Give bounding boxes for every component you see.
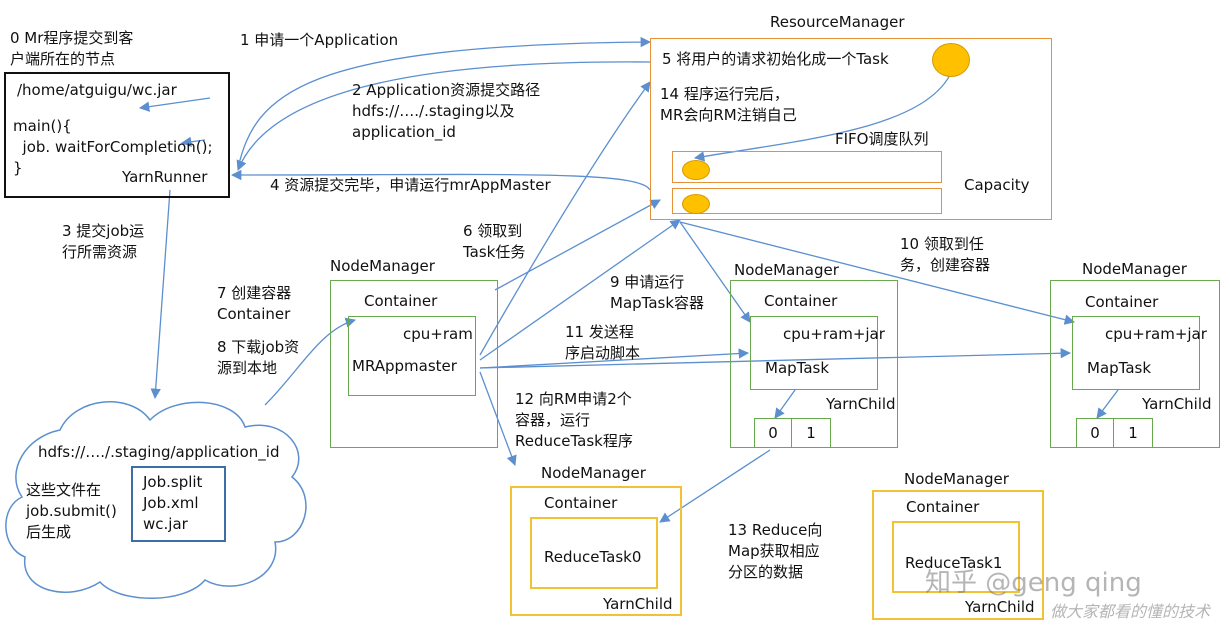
nm-map2-partition-1: 1: [1113, 418, 1153, 448]
step2-label: 2 Application资源提交路径 hdfs://…./.staging以及…: [352, 81, 541, 141]
client-caption: 0 Mr程序提交到客 户端所在的节点: [10, 29, 134, 68]
hdfs-files-box: [131, 466, 226, 542]
client-box: [4, 72, 230, 198]
nm-map1-partition-1: 1: [791, 418, 831, 448]
arrow-map1-partition: [774, 389, 796, 419]
client-jar-path: /home/atguigu/wc.jar: [17, 81, 177, 99]
nm-map2-container-label: Container: [1085, 293, 1159, 311]
nm-master-box: [330, 280, 498, 448]
client-yarnrunner: YarnRunner: [122, 168, 208, 186]
arrow-step10: [679, 221, 1076, 325]
nm-map1-title: NodeManager: [734, 261, 839, 279]
hdfs-path: hdfs://…./.staging/application_id: [38, 443, 280, 461]
nm-reduce1-title: NodeManager: [904, 470, 1009, 488]
watermark-slogan: 做大家都看的懂的技术: [1050, 602, 1211, 621]
step9-label: 9 申请运行 MapTask容器: [610, 273, 705, 312]
rm-task-dot: [932, 43, 970, 77]
step1-label: 1 申请一个Application: [240, 31, 399, 49]
nm-map2-task: MapTask: [1087, 359, 1152, 377]
arrow-step4: [230, 169, 651, 191]
nm-reduce1-box: [872, 490, 1044, 620]
nm-master-app: MRAppmaster: [352, 357, 457, 375]
arrow-step2-return: [236, 61, 651, 171]
nm-map1-task: MapTask: [765, 359, 830, 377]
nm-reduce0-task: ReduceTask0: [544, 548, 642, 566]
rm-queue-dot-2: [682, 194, 710, 214]
arrow-wcjar: [138, 97, 211, 112]
nm-master-container: [348, 316, 476, 396]
nm-reduce1-container: [892, 521, 1020, 593]
hdfs-note: 这些文件在 job.submit() 后生成: [26, 481, 117, 541]
rm-queue-dot-1: [682, 160, 710, 180]
hdfs-cloud: [5, 401, 307, 599]
nm-master-container-label: Container: [364, 292, 438, 310]
rm-step14: 14 程序运行完后， MR会向RM注销自己: [660, 85, 797, 124]
rm-capacity-label: Capacity: [964, 176, 1030, 194]
step7-label: 7 创建容器 Container: [217, 284, 292, 323]
arrow-step3: [150, 189, 171, 400]
step13-label: 13 Reduce向 Map获取相应 分区的数据: [728, 521, 823, 581]
nm-reduce0-yarnchild: YarnChild: [603, 595, 673, 613]
nm-map1-container-label: Container: [764, 292, 838, 310]
step12-label: 12 向RM申请2个 容器，运行 ReduceTask程序: [515, 390, 633, 450]
arrow-step11-map1: [479, 348, 750, 369]
nm-reduce0-box: [510, 486, 682, 616]
nm-map1-yarnchild: YarnChild: [826, 395, 896, 413]
hdfs-files: Job.split Job.xml wc.jar: [143, 473, 203, 533]
arrow-step1: [237, 36, 652, 169]
nm-map1-resources: cpu+ram+jar: [783, 325, 885, 343]
nm-reduce1-container-label: Container: [906, 498, 980, 516]
step3-label: 3 提交job运 行所需资源: [62, 222, 145, 261]
arrow-step11-map2: [479, 348, 1072, 369]
nm-map1-container: [750, 316, 878, 390]
step11-label: 11 发送程 序启动脚本: [565, 323, 641, 362]
nm-master-title: NodeManager: [330, 257, 435, 275]
arrow-step14: [479, 81, 651, 356]
nm-map1-partition-0: 0: [754, 418, 792, 448]
watermark-zhihu: 知乎 @geng qing: [925, 568, 1142, 598]
step4-label: 4 资源提交完毕，申请运行mrAppMaster: [270, 176, 551, 194]
arrow-map2-partition: [1096, 389, 1119, 419]
nm-map2-partition-0: 0: [1076, 418, 1114, 448]
nm-map2-yarnchild: YarnChild: [1142, 395, 1212, 413]
step10-label: 10 领取到任 务，创建容器: [900, 235, 991, 274]
arrow-step8: [264, 317, 356, 406]
arrow-rm-to-map1: [679, 221, 751, 323]
step8-label: 8 下载job资 源到本地: [217, 338, 300, 377]
nm-reduce1-task: ReduceTask1: [905, 554, 1003, 572]
nm-map2-title: NodeManager: [1082, 260, 1187, 278]
client-code: main(){ job. waitForCompletion(); }: [13, 117, 213, 177]
rm-queue-slot-2: [672, 188, 942, 214]
resource-manager-box: [650, 38, 1052, 220]
nm-reduce0-title: NodeManager: [541, 464, 646, 482]
nm-master-resources: cpu+ram: [403, 325, 473, 343]
nm-map2-container: [1072, 316, 1200, 390]
step6-label: 6 领取到 Task任务: [463, 222, 526, 261]
nm-reduce0-container: [530, 517, 658, 589]
rm-title: ResourceManager: [770, 13, 905, 31]
arrow-step9: [479, 219, 681, 361]
rm-step5: 5 将用户的请求初始化成一个Task: [662, 50, 889, 68]
nm-reduce1-yarnchild: YarnChild: [965, 598, 1035, 616]
rm-fifo-label: FIFO调度队列: [835, 130, 929, 148]
nm-map2-resources: cpu+ram+jar: [1105, 325, 1207, 343]
nm-reduce0-container-label: Container: [544, 494, 618, 512]
arrow-step6: [494, 199, 661, 291]
rm-queue-slot-1: [672, 151, 942, 183]
arrow-step13: [659, 449, 771, 523]
arrow-waitforcompletion: [180, 136, 206, 147]
